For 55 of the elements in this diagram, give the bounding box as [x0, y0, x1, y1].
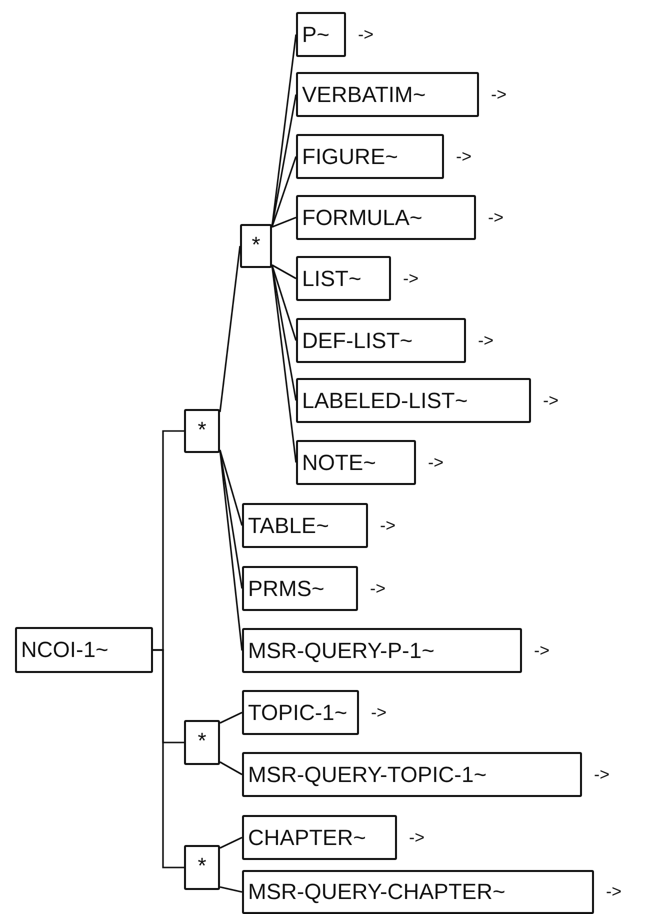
node-label: NCOI-1~ — [21, 637, 108, 663]
node-label: MSR-QUERY-P-1~ — [248, 638, 434, 664]
expand-marker: -> — [594, 764, 610, 784]
node-label: * — [198, 727, 206, 754]
connector-line — [219, 450, 243, 526]
group-box — [184, 720, 220, 765]
node-label: NOTE~ — [302, 450, 376, 476]
node-label: LABELED-LIST~ — [302, 388, 468, 414]
node-label: * — [252, 231, 260, 258]
connector-line — [271, 264, 297, 401]
node-label: * — [198, 852, 206, 879]
connector-line — [272, 264, 296, 280]
element-box — [15, 627, 153, 673]
expand-marker: -> — [428, 452, 444, 472]
expand-marker: -> — [478, 330, 494, 350]
expand-marker: -> — [370, 578, 386, 598]
expand-marker: -> — [380, 516, 396, 536]
expand-marker: -> — [403, 268, 419, 288]
connector-line — [220, 761, 242, 776]
node-label: FIGURE~ — [302, 144, 398, 170]
node-label: FORMULA~ — [302, 204, 422, 230]
connector-line — [220, 712, 242, 724]
node-label: VERBATIM~ — [302, 82, 426, 108]
node-label: MSR-QUERY-TOPIC-1~ — [248, 762, 487, 788]
connector-line — [271, 156, 297, 228]
node-label: MSR-QUERY-CHAPTER~ — [248, 879, 506, 905]
connector-line — [153, 649, 184, 868]
node-label: TOPIC-1~ — [248, 700, 348, 726]
connector-line — [219, 450, 243, 651]
expand-marker: -> — [409, 828, 425, 848]
expand-marker: -> — [543, 390, 559, 410]
node-label: LIST~ — [302, 266, 362, 292]
connector-line — [271, 94, 297, 228]
expand-marker: -> — [606, 882, 622, 902]
connector-line — [271, 264, 297, 341]
expand-marker: -> — [491, 84, 507, 104]
expand-marker: -> — [358, 24, 374, 44]
node-label: CHAPTER~ — [248, 824, 366, 850]
connector-line — [220, 886, 242, 893]
connector-line — [220, 836, 242, 849]
expand-marker: -> — [456, 146, 472, 166]
connector-line — [272, 216, 296, 228]
node-label: P~ — [302, 22, 330, 48]
node-label: * — [198, 416, 206, 443]
connector-line — [271, 264, 297, 463]
group-box — [184, 845, 220, 890]
group-box — [240, 224, 272, 268]
node-label: PRMS~ — [248, 576, 324, 602]
group-box — [184, 409, 220, 453]
expand-marker: -> — [371, 702, 387, 722]
expand-marker: -> — [488, 208, 504, 228]
expand-marker: -> — [534, 640, 550, 660]
connector-line — [219, 246, 241, 412]
node-label: TABLE~ — [248, 512, 329, 538]
node-label: DEF-LIST~ — [302, 328, 413, 354]
